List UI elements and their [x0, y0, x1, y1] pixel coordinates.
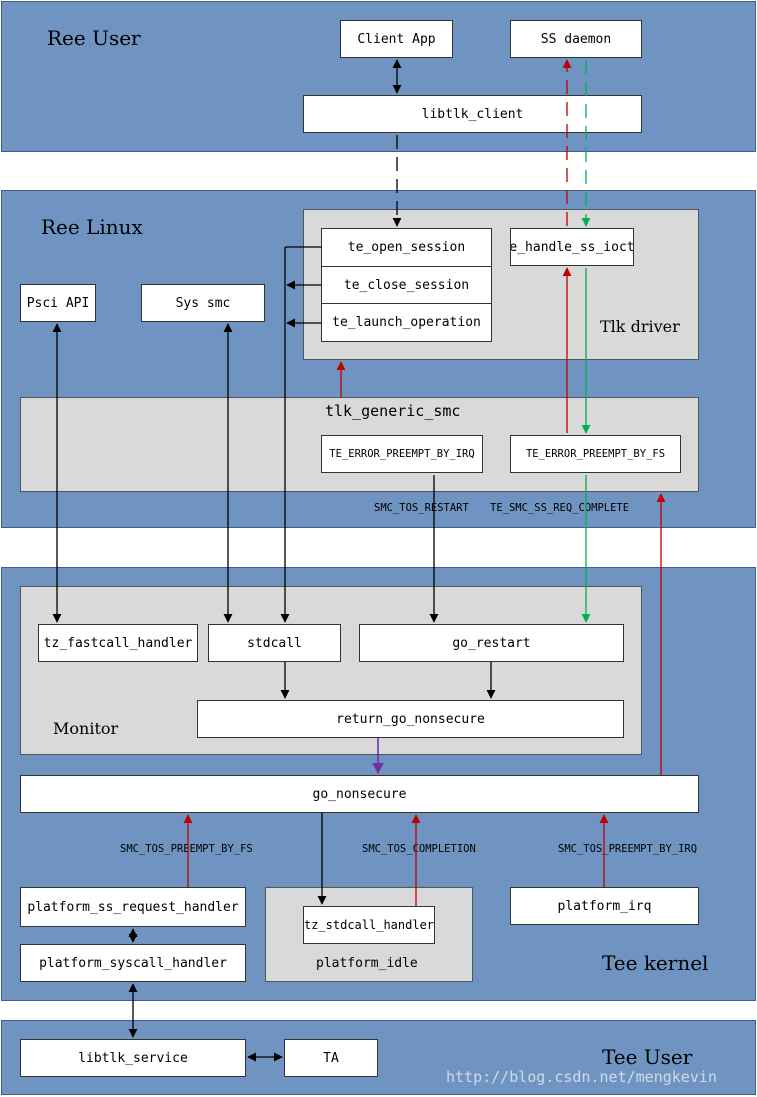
node-libtlk-service: libtlk_service	[20, 1039, 246, 1077]
edge-label-te-smc-ss-req-complete: TE_SMC_SS_REQ_COMPLETE	[490, 502, 630, 514]
region-title-tee-user: Tee User	[602, 1045, 693, 1069]
node-return-go-nonsecure: return_go_nonsecure	[197, 700, 624, 738]
edge-label-smc-tos-restart: SMC_TOS_RESTART	[374, 502, 469, 514]
node-platform-irq: platform_irq	[510, 887, 699, 925]
group-label-tlk-generic-smc: tlk_generic_smc	[325, 402, 461, 420]
group-label-monitor: Monitor	[53, 719, 119, 738]
group-label-tlk-driver: Tlk driver	[600, 317, 680, 336]
node-tz-fastcall-handler: tz_fastcall_handler	[38, 624, 198, 662]
node-platform-syscall-handler: platform_syscall_handler	[20, 944, 246, 982]
edge-label-smc-tos-completion: SMC_TOS_COMPLETION	[362, 843, 476, 855]
watermark: http://blog.csdn.net/mengkevin	[446, 1068, 717, 1086]
node-te-launch-operation: te_launch_operation	[321, 303, 492, 342]
node-sys-smc: Sys smc	[141, 284, 265, 322]
node-psci-api: Psci API	[20, 284, 96, 322]
node-stdcall: stdcall	[208, 624, 341, 662]
group-label-platform-idle: platform_idle	[316, 956, 418, 971]
node-go-restart: go_restart	[359, 624, 624, 662]
node-te-close-session: te_close_session	[321, 266, 492, 304]
node-tz-stdcall-handler: tz_stdcall_handler	[303, 906, 435, 944]
node-te-error-preempt-by-irq: TE_ERROR_PREEMPT_BY_IRQ	[321, 435, 483, 473]
region-title-ree-user: Ree User	[47, 26, 141, 50]
node-ta: TA	[284, 1039, 378, 1077]
node-te-open-session: te_open_session	[321, 228, 492, 267]
edge-label-smc-tos-preempt-by-irq: SMC_TOS_PREEMPT_BY_IRQ	[558, 843, 698, 855]
node-te-handle-ss-ioctl: te_handle_ss_ioctl	[510, 228, 634, 266]
node-client-app: Client App	[340, 20, 453, 58]
region-title-tee-kernel: Tee kernel	[602, 951, 709, 975]
region-title-ree-linux: Ree Linux	[41, 215, 143, 239]
node-ss-daemon: SS daemon	[510, 20, 642, 58]
node-platform-ss-request-handler: platform_ss_request_handler	[20, 887, 246, 927]
node-go-nonsecure: go_nonsecure	[20, 775, 699, 813]
node-te-error-preempt-by-fs: TE_ERROR_PREEMPT_BY_FS	[510, 435, 681, 473]
edge-label-smc-tos-preempt-by-fs: SMC_TOS_PREEMPT_BY_FS	[120, 843, 253, 855]
